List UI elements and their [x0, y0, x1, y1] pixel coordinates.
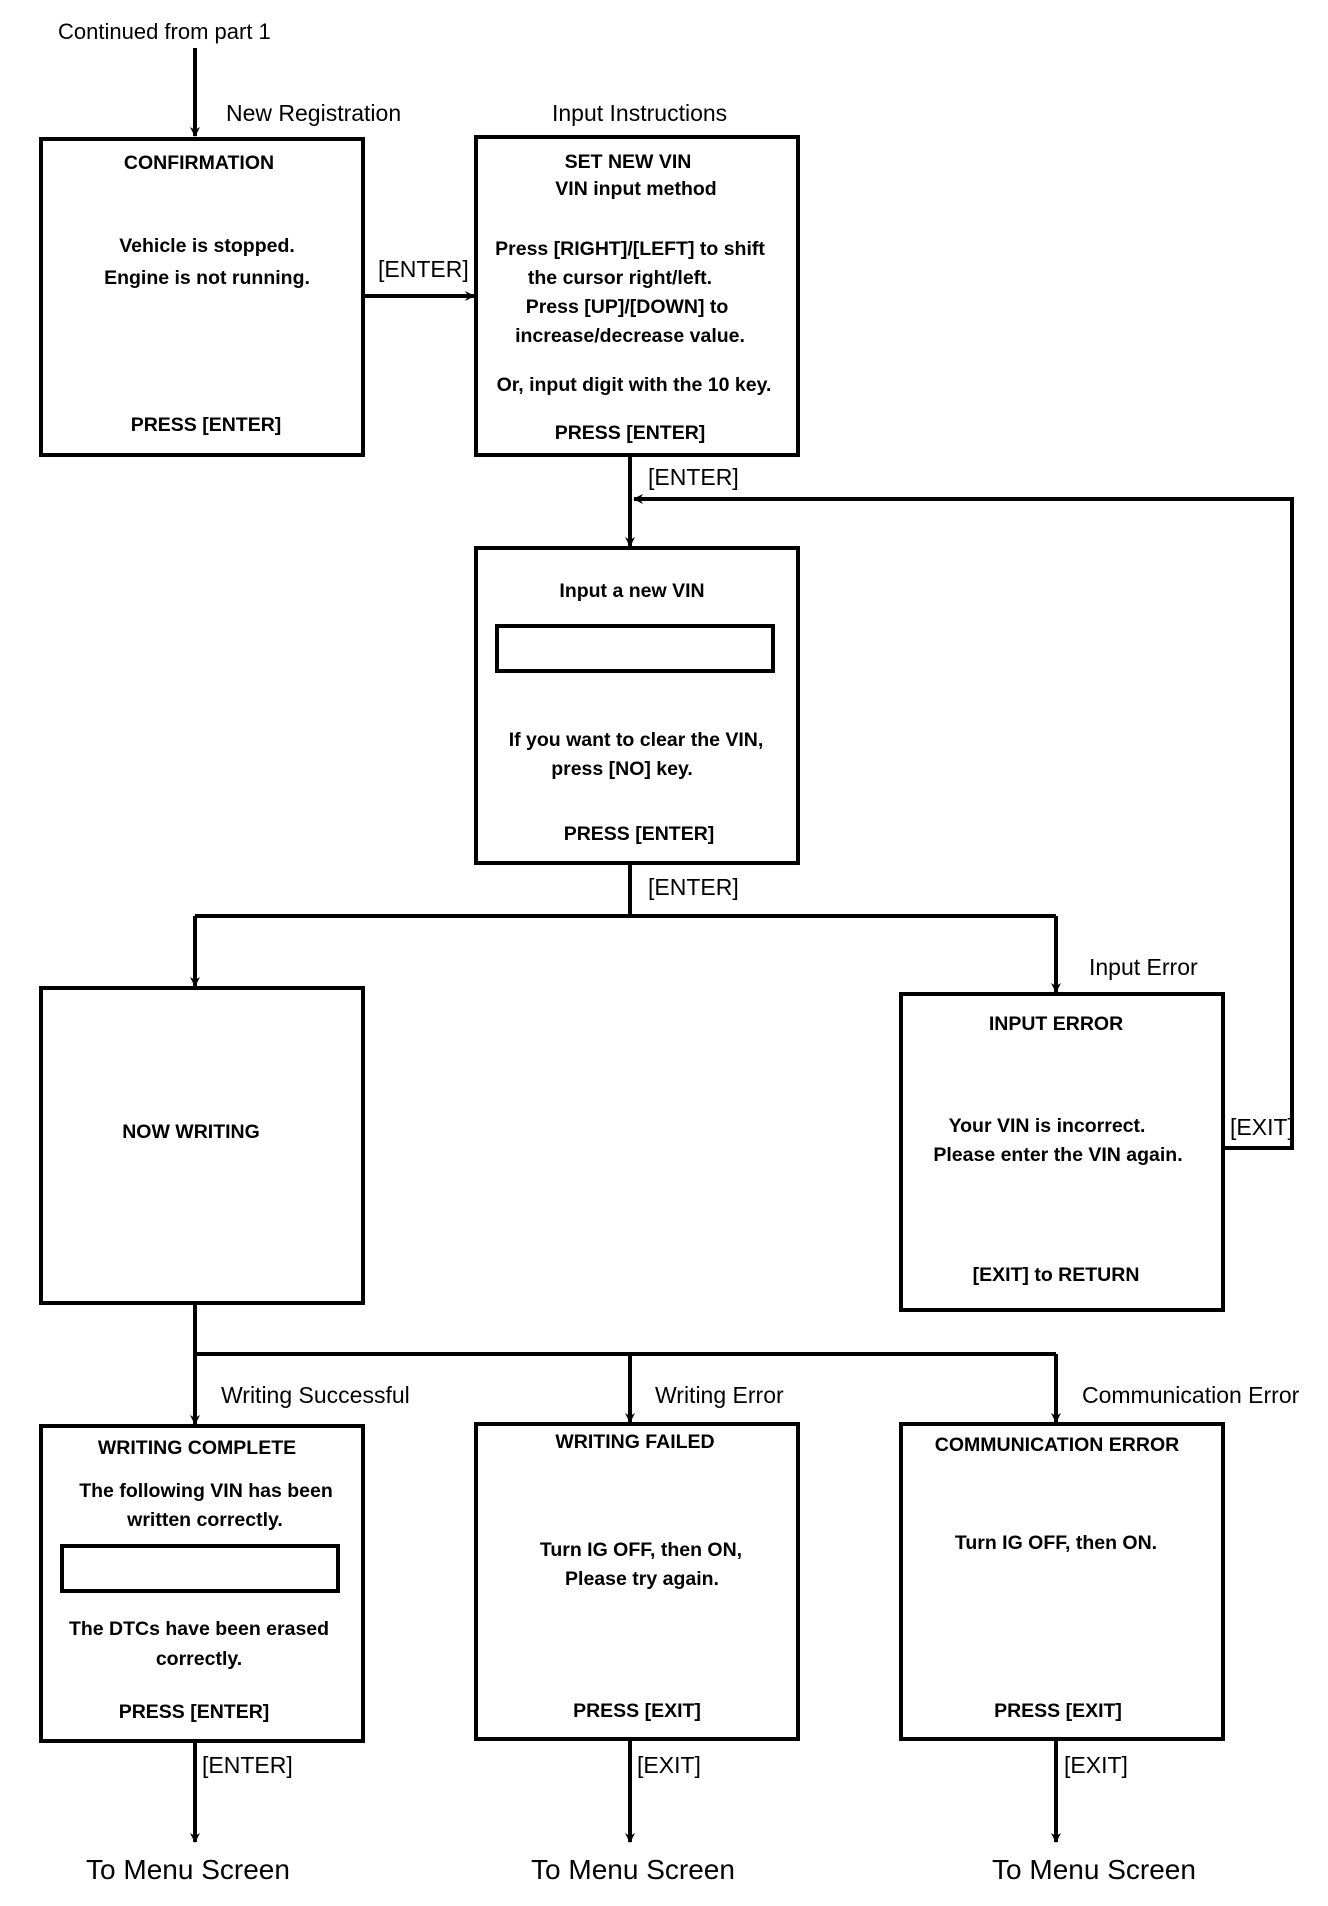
writing-complete-line1: The following VIN has been [79, 1480, 333, 1502]
now-writing-screen [39, 986, 365, 1305]
label-input-instructions: Input Instructions [552, 100, 728, 126]
input-error-line2: Please enter the VIN again. [933, 1144, 1183, 1166]
input-vin-screen [474, 546, 800, 865]
label-writing-error: Writing Error [655, 1382, 784, 1408]
confirmation-line2: Engine is not running. [104, 267, 310, 289]
continued-label: Continued from part 1 [58, 19, 271, 44]
now-writing-title: NOW WRITING [122, 1121, 260, 1143]
label-exit-2: [EXIT] [1064, 1752, 1128, 1778]
written-vin-field [60, 1544, 340, 1593]
set-new-vin-line1: Press [RIGHT]/[LEFT] to shift [495, 238, 765, 260]
set-new-vin-line4: increase/decrease value. [515, 325, 745, 347]
confirmation-footer: PRESS [ENTER] [130, 414, 282, 436]
input-error-title: INPUT ERROR [988, 1013, 1124, 1035]
label-enter-1: [ENTER] [378, 256, 469, 282]
writing-failed-title: WRITING FAILED [555, 1431, 715, 1453]
writing-failed-line2: Please try again. [565, 1568, 719, 1590]
input-vin-title: Input a new VIN [559, 580, 705, 602]
vin-input-field[interactable] [495, 624, 775, 673]
input-vin-footer: PRESS [ENTER] [563, 823, 715, 845]
label-exit-loop: [EXIT] [1230, 1114, 1294, 1140]
communication-error-screen [899, 1422, 1225, 1741]
communication-error-footer: PRESS [EXIT] [994, 1700, 1122, 1722]
writing-failed-footer: PRESS [EXIT] [573, 1700, 701, 1722]
label-enter-4: [ENTER] [202, 1752, 293, 1778]
writing-complete-line3: The DTCs have been erased [68, 1618, 330, 1640]
writing-complete-line4: correctly. [155, 1648, 243, 1670]
confirmation-screen [39, 137, 365, 457]
label-writing-successful: Writing Successful [221, 1382, 410, 1408]
input-error-line1: Your VIN is incorrect. [948, 1115, 1146, 1137]
label-enter-2: [ENTER] [648, 464, 739, 490]
set-new-vin-line3: Press [UP]/[DOWN] to [525, 296, 729, 318]
label-enter-3: [ENTER] [648, 874, 739, 900]
set-new-vin-screen [474, 135, 800, 457]
set-new-vin-subtitle: VIN input method [555, 178, 717, 200]
label-exit-1: [EXIT] [637, 1752, 701, 1778]
input-vin-line1: If you want to clear the VIN, [508, 729, 764, 751]
set-new-vin-line2: the cursor right/left. [527, 267, 713, 289]
input-error-screen [899, 992, 1225, 1312]
input-error-footer: [EXIT] to RETURN [972, 1264, 1140, 1286]
set-new-vin-title: SET NEW VIN [564, 151, 692, 173]
to-menu-screen-2: To Menu Screen [531, 1854, 735, 1885]
arrow-exit-loop [633, 494, 1294, 1150]
writing-failed-line1: Turn IG OFF, then ON, [539, 1539, 743, 1561]
to-menu-screen-3: To Menu Screen [992, 1854, 1196, 1885]
label-input-error: Input Error [1089, 954, 1198, 980]
communication-error-line1: Turn IG OFF, then ON. [954, 1532, 1158, 1554]
communication-error-title: COMMUNICATION ERROR [934, 1434, 1180, 1456]
set-new-vin-footer: PRESS [ENTER] [554, 422, 706, 444]
writing-complete-line2: written correctly. [127, 1509, 283, 1531]
writing-complete-title: WRITING COMPLETE [97, 1437, 297, 1459]
label-communication-error: Communication Error [1082, 1382, 1300, 1408]
input-vin-line2: press [NO] key. [551, 758, 693, 780]
writing-complete-footer: PRESS [ENTER] [118, 1701, 270, 1723]
set-new-vin-line5: Or, input digit with the 10 key. [496, 374, 772, 396]
to-menu-screen-1: To Menu Screen [86, 1854, 290, 1885]
label-new-registration: New Registration [226, 100, 402, 126]
confirmation-title: CONFIRMATION [123, 152, 275, 174]
writing-failed-screen [474, 1422, 800, 1741]
confirmation-line1: Vehicle is stopped. [119, 235, 295, 257]
